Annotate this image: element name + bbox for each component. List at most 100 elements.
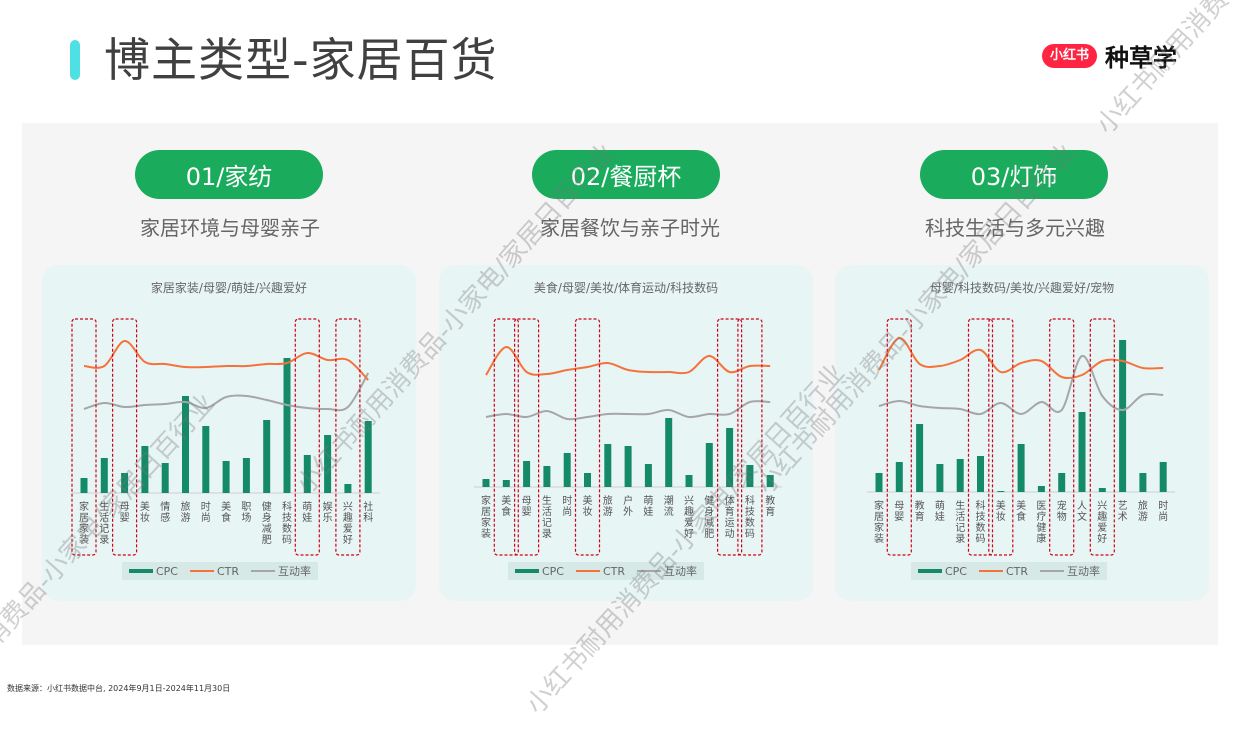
cpc-bar — [726, 428, 734, 487]
page-title: 博主类型-家居百货 — [104, 33, 498, 87]
category-label: 社科 — [363, 500, 373, 524]
highlight-box — [111, 318, 138, 556]
cpc-bar — [263, 420, 271, 493]
cpc-bar — [1098, 488, 1106, 492]
ctr-swatch-icon — [978, 570, 1003, 572]
interaction-line — [878, 355, 1164, 416]
chart-title-3: 母婴/科技数码/美妆/兴趣爱好/宠物 — [929, 281, 1115, 295]
cpc-swatch-icon — [128, 569, 153, 573]
cpc-bar — [324, 435, 332, 493]
category-label: 家居家装 — [874, 499, 884, 545]
legend-cpc: CPC — [128, 565, 178, 578]
cpc-bar — [644, 464, 652, 487]
cpc-bar — [685, 475, 693, 487]
highlight-box — [335, 318, 361, 556]
interaction-swatch-icon — [1040, 570, 1065, 572]
cpc-bar — [936, 464, 944, 492]
highlight-box — [1089, 318, 1115, 556]
chart-2: 家居家装美食母婴生活记录时尚美妆旅游户外萌娃潮流兴趣爱好健身减肥体育运动科技数码… — [474, 318, 783, 556]
cpc-bar — [482, 479, 490, 487]
section-subtitle-1: 家居环境与母婴亲子 — [140, 216, 320, 240]
cpc-bar — [242, 458, 250, 493]
category-label: 时尚 — [201, 501, 211, 524]
section-pill-1: 01/家纺 — [135, 150, 323, 199]
chart-legend-1: CPC CTR 互动率 — [122, 562, 318, 580]
interaction-swatch-icon — [251, 570, 276, 572]
chart-legend-2: CPC CTR 互动率 — [508, 562, 704, 580]
ctr-line — [485, 346, 771, 376]
cpc-bar — [283, 358, 291, 493]
ctr-swatch-icon — [575, 570, 600, 572]
cpc-bar — [604, 444, 612, 487]
category-label: 健身减肥 — [704, 495, 714, 540]
category-label: 户外 — [623, 494, 633, 518]
xiaohongshu-logo-badge: 小红书 — [1042, 43, 1098, 68]
brand-logo: 小红书 种草学 — [1042, 38, 1177, 73]
category-label: 生活记录 — [99, 500, 109, 546]
cpc-bar — [584, 473, 591, 487]
category-label: 美妆 — [996, 499, 1006, 523]
cpc-bar — [344, 484, 352, 493]
cpc-bar — [746, 465, 754, 487]
category-label: 萌娃 — [935, 499, 945, 523]
category-label: 宠物 — [1057, 499, 1067, 523]
chart-title-2: 美食/母婴/美妆/体育运动/科技数码 — [533, 281, 719, 295]
category-label: 科技数码 — [282, 500, 292, 546]
legend-ctr: CTR — [575, 565, 625, 578]
cpc-bar — [1139, 473, 1147, 492]
category-label: 母婴 — [522, 495, 532, 518]
cpc-bar — [916, 424, 924, 492]
category-label: 艺术 — [1118, 500, 1128, 523]
interaction-swatch-icon — [637, 570, 662, 572]
cpc-bar — [997, 491, 1005, 492]
highlight-box — [513, 318, 540, 556]
cpc-bar — [977, 456, 984, 492]
legend-interaction: 互动率 — [1040, 563, 1100, 579]
title-accent-bar — [70, 40, 80, 80]
ctr-swatch-icon — [189, 570, 214, 572]
cpc-bar — [364, 421, 372, 493]
category-label: 娱乐 — [323, 500, 333, 524]
cpc-bar — [1159, 462, 1167, 492]
data-source-footnote: 数据来源：小红书数据中台, 2024年9月1日-2024年11月30日 — [7, 684, 231, 693]
cpc-bar — [1037, 486, 1045, 492]
cpc-swatch-icon — [514, 569, 539, 573]
category-label: 母婴 — [894, 500, 904, 523]
category-label: 生活记录 — [955, 499, 965, 545]
category-label: 美食 — [501, 494, 511, 518]
cpc-bar — [543, 466, 551, 487]
highlight-box — [988, 318, 1014, 556]
cpc-bar — [1017, 444, 1025, 492]
cpc-bar — [80, 478, 88, 493]
cpc-bar — [1058, 473, 1066, 492]
cpc-swatch-icon — [917, 569, 942, 573]
ctr-line — [83, 340, 369, 381]
cpc-bar — [523, 461, 531, 487]
cpc-bar — [875, 473, 883, 492]
category-label: 美妆 — [583, 494, 593, 518]
category-label: 美食 — [221, 500, 231, 524]
cpc-bar — [895, 462, 903, 492]
highlight-box — [294, 318, 320, 556]
legend-ctr: CTR — [978, 565, 1028, 578]
cpc-bar — [766, 475, 774, 487]
category-label: 教育 — [765, 494, 775, 518]
cpc-bar — [624, 446, 632, 487]
chart-panel-1: 家居家装/母婴/萌娃/兴趣爱好 家居家装生活记录母婴美妆情感旅游时尚美食职场健身… — [42, 265, 416, 601]
cpc-bar — [956, 459, 964, 492]
category-label: 时尚 — [562, 495, 572, 518]
category-label: 医疗健康 — [1036, 500, 1046, 545]
cpc-bar — [222, 461, 230, 493]
cpc-bar — [121, 473, 129, 493]
cpc-bar — [100, 458, 108, 493]
legend-cpc: CPC — [917, 565, 967, 578]
category-label: 兴趣爱好 — [684, 495, 694, 540]
cpc-bar — [202, 426, 210, 493]
category-label: 家居家装 — [481, 494, 491, 540]
cpc-bar — [182, 396, 189, 493]
category-label: 美妆 — [140, 500, 150, 524]
category-label: 旅游 — [181, 500, 191, 524]
category-label: 旅游 — [1138, 499, 1148, 523]
